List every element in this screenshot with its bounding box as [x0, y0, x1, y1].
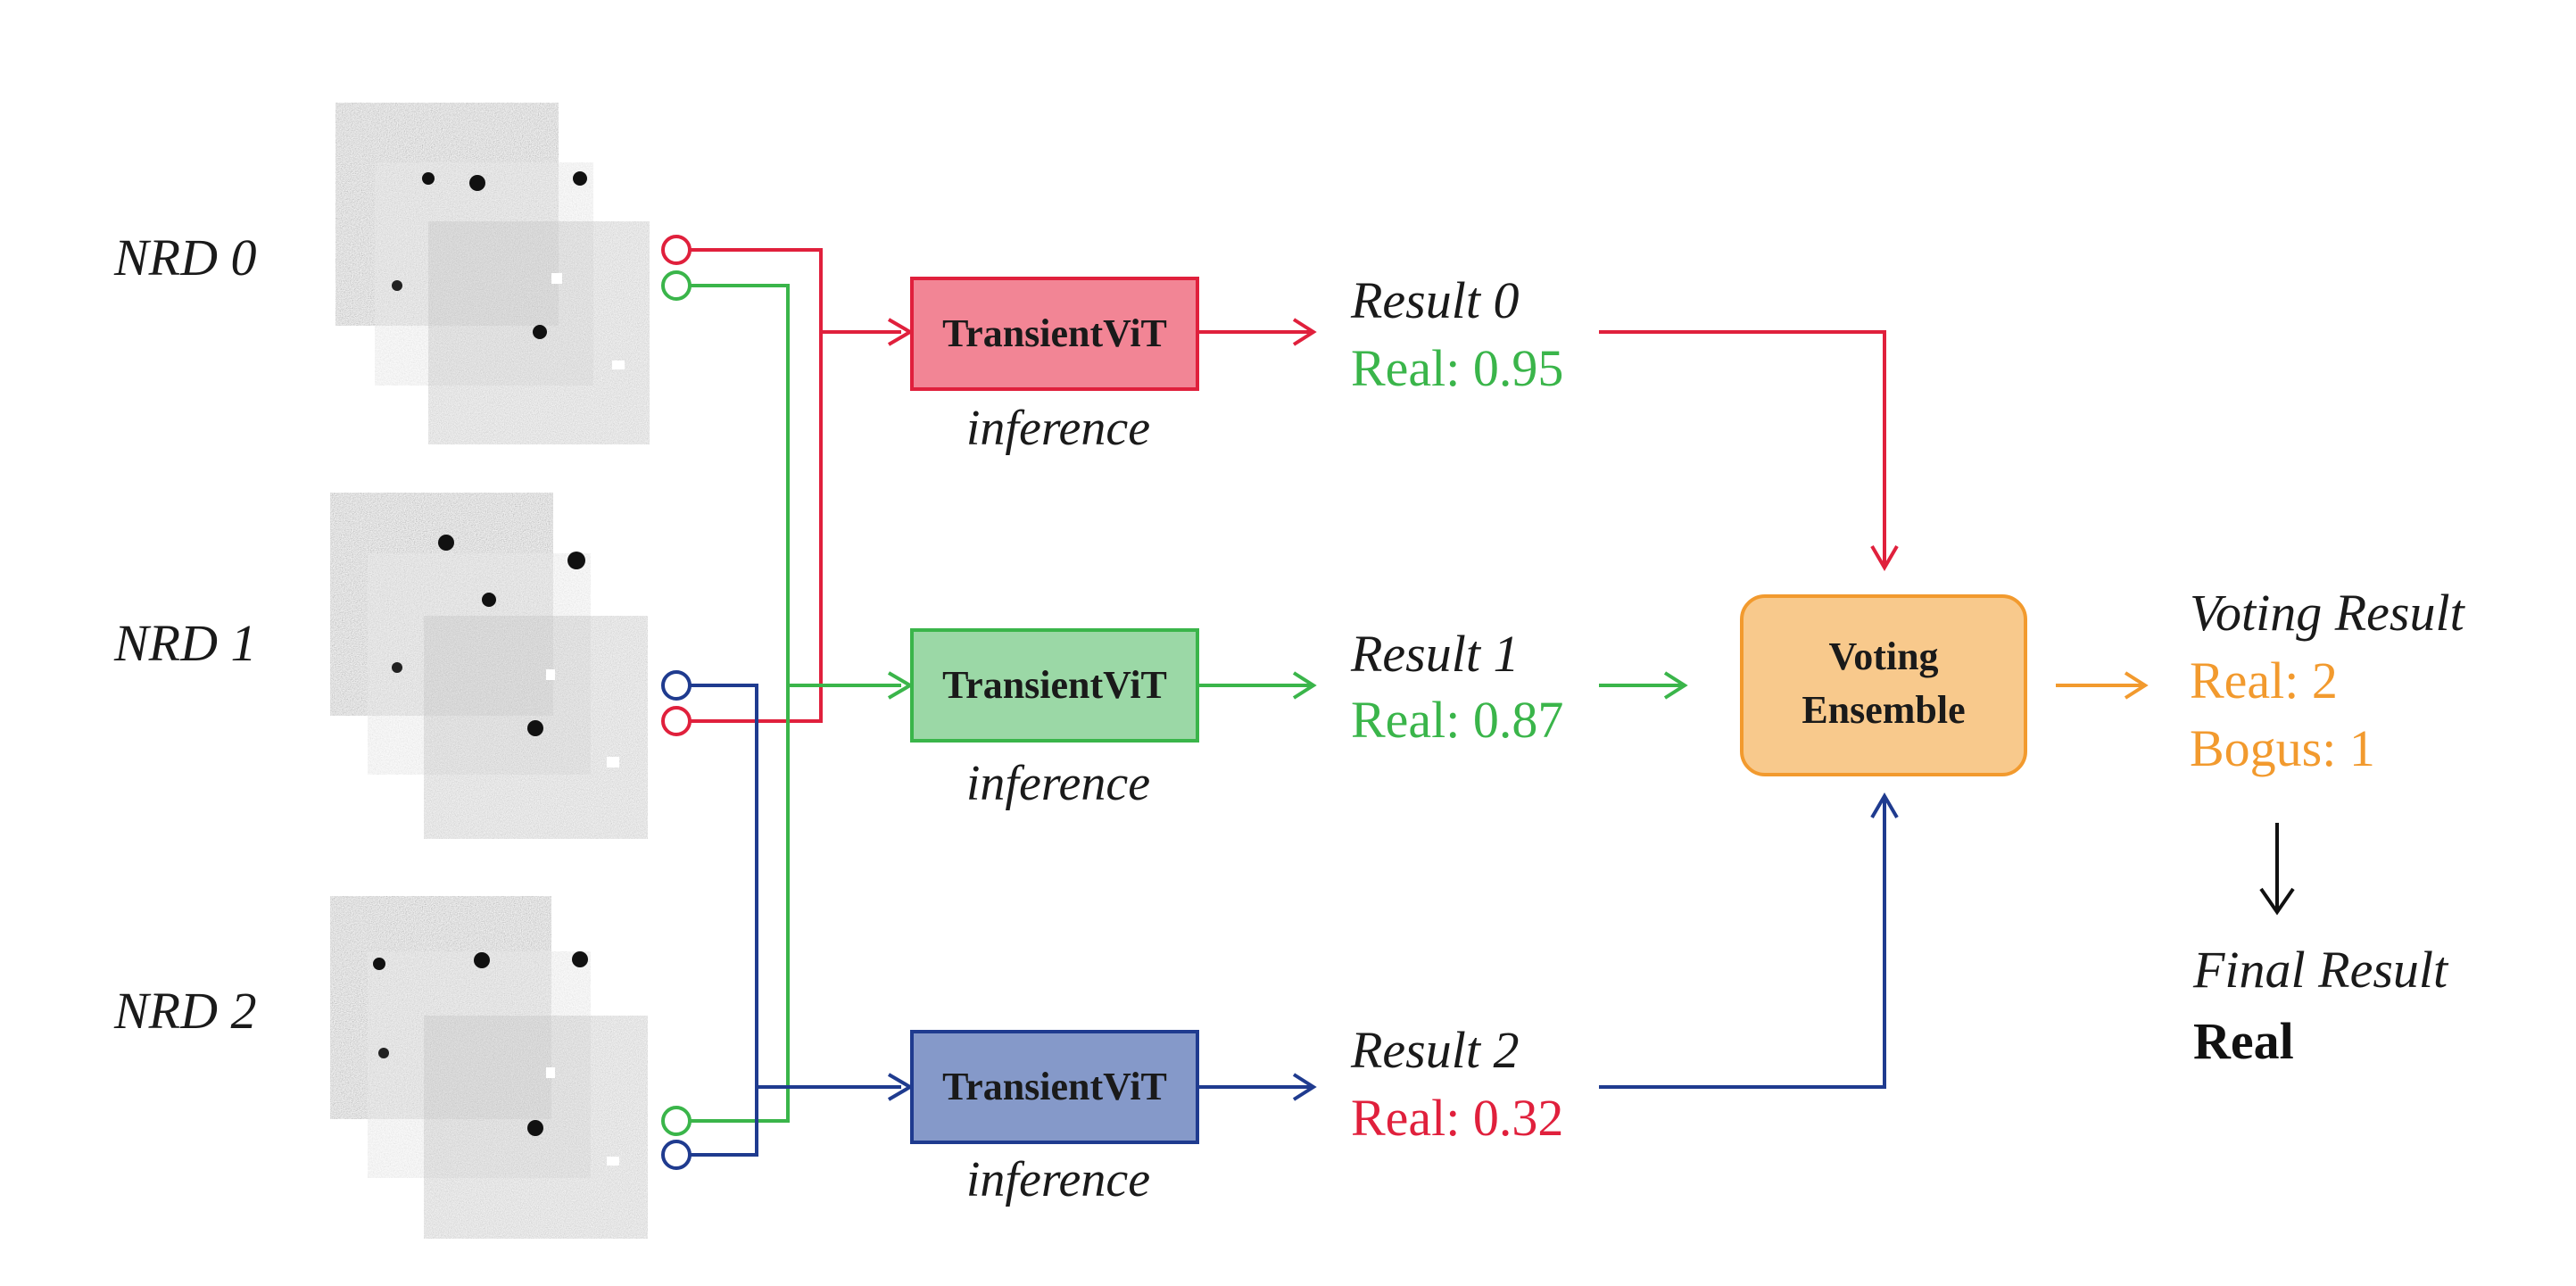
connector-red-nrd0: [691, 248, 901, 334]
star-spot: [469, 175, 485, 191]
model-caption: inference: [966, 1152, 1150, 1207]
ensemble-label-line2: Ensemble: [1802, 688, 1965, 732]
star-spot: [373, 958, 385, 970]
transient-spot: [546, 1067, 555, 1078]
voting-result-title: Voting Result: [2190, 584, 2466, 642]
transient-spot: [607, 1157, 619, 1166]
star-spot: [567, 552, 585, 569]
connector-blue-nrd2: [691, 1087, 758, 1157]
connector-result0-ensemble: [1599, 330, 1899, 571]
star-spot: [422, 172, 435, 185]
star-spot: [392, 662, 402, 673]
input-label-nrd-2: NRD 2: [113, 982, 257, 1040]
model-caption: inference: [966, 756, 1150, 811]
model-box-1: TransientViT: [910, 628, 1199, 743]
star-spot: [482, 593, 496, 607]
star-spot: [392, 280, 402, 291]
arrow-voting-final: [2259, 823, 2295, 916]
star-spot: [573, 171, 587, 186]
result-score-0: Real: 0.95: [1351, 339, 1563, 397]
ensemble-label-line1: Voting: [1828, 635, 1938, 678]
connector-result2-ensemble: [1599, 792, 1899, 1089]
arrow-model1-result1: [1197, 671, 1317, 700]
model-box-2: TransientViT: [910, 1030, 1199, 1144]
image-stack-nrd-2: [330, 896, 648, 1239]
arrow-model0-result0: [1197, 318, 1317, 346]
model-name: TransientViT: [942, 1065, 1167, 1108]
result-score-1: Real: 0.87: [1351, 691, 1563, 749]
model-box-0: TransientViT: [910, 277, 1199, 391]
star-spot: [474, 952, 490, 968]
model-name: TransientViT: [942, 663, 1167, 707]
arrow-model2-result2: [1197, 1073, 1317, 1101]
star-spot: [378, 1048, 389, 1058]
model-name: TransientViT: [942, 311, 1167, 355]
star-spot: [527, 1120, 543, 1136]
star-spot: [438, 535, 454, 551]
image-stack-nrd-1: [330, 493, 648, 839]
voting-ensemble-box: Voting Ensemble: [1740, 594, 2027, 776]
input-label-nrd-1: NRD 1: [113, 614, 257, 672]
transient-spot: [607, 757, 619, 767]
connector-green-nrd2: [691, 685, 790, 1123]
result-title-2: Result 2: [1350, 1021, 1519, 1079]
star-spot: [533, 325, 547, 339]
star-spot: [527, 720, 543, 736]
image-stack-nrd-0: [335, 103, 650, 444]
final-result-title: Final Result: [2192, 941, 2449, 999]
port-red-nrd1: [661, 706, 692, 736]
model-caption: inference: [966, 401, 1150, 456]
connector-red-nrd1: [691, 332, 823, 723]
input-label-nrd-0: NRD 0: [113, 228, 257, 286]
connector-result1-ensemble: [1599, 671, 1688, 700]
port-red-nrd0: [661, 235, 692, 265]
star-spot: [572, 951, 588, 967]
port-blue-nrd2: [661, 1140, 692, 1170]
result-title-1: Result 1: [1350, 625, 1519, 683]
result-title-0: Result 0: [1350, 271, 1519, 329]
port-green-nrd0: [661, 270, 692, 301]
transient-spot: [551, 273, 562, 284]
transient-spot: [612, 361, 625, 369]
connector-green-nrd0: [691, 284, 901, 687]
voting-result-real: Real: 2: [2190, 651, 2338, 709]
voting-result-bogus: Bogus: 1: [2190, 719, 2375, 777]
result-score-2: Real: 0.32: [1351, 1089, 1563, 1147]
arrow-ensemble-voting: [2056, 671, 2149, 700]
port-green-nrd2: [661, 1106, 692, 1136]
port-blue-nrd1: [661, 670, 692, 701]
connector-blue-nrd1: [691, 684, 901, 1089]
transient-spot: [546, 669, 555, 680]
final-result-value: Real: [2193, 1012, 2294, 1070]
